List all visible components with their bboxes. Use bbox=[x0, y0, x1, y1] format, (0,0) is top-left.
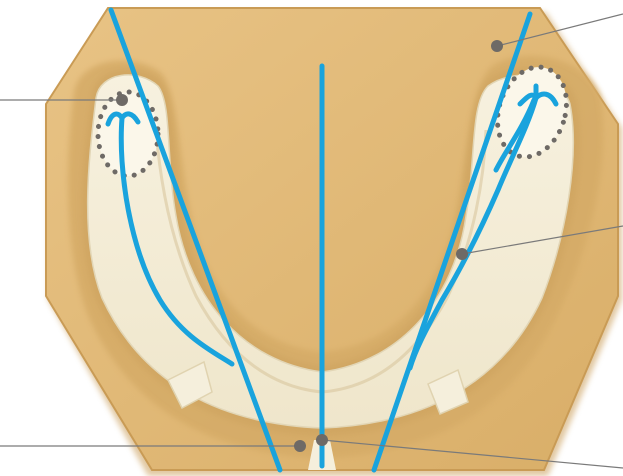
callout-marker-icon bbox=[456, 248, 468, 260]
callout-marker-icon bbox=[294, 440, 306, 452]
callout-marker-icon bbox=[116, 94, 128, 106]
callout-marker-icon bbox=[491, 40, 503, 52]
retromolar-pad-left-icon bbox=[98, 92, 158, 176]
callout-marker-icon bbox=[316, 434, 328, 446]
